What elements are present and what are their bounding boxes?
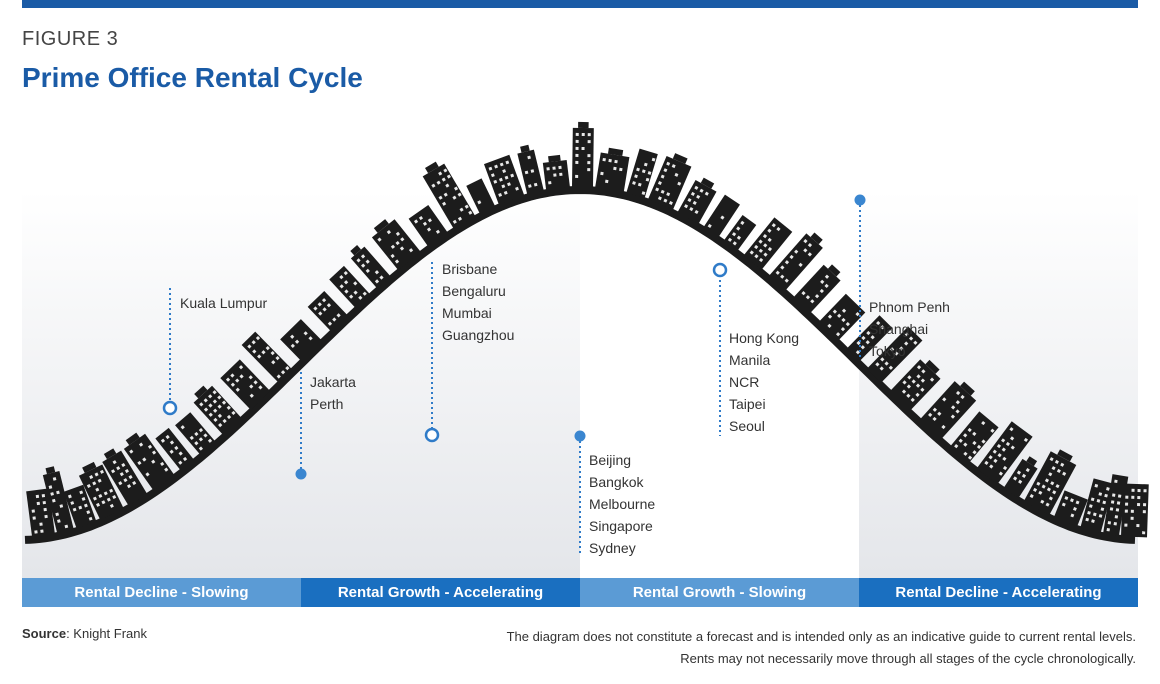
city-label: Kuala Lumpur	[180, 295, 268, 311]
building	[889, 359, 941, 411]
building	[220, 359, 271, 410]
building	[1053, 490, 1088, 527]
building	[648, 153, 692, 210]
city-list-kl: Kuala Lumpur	[180, 292, 267, 314]
city-label: Mumbai	[442, 305, 492, 321]
building	[743, 217, 793, 270]
building	[371, 219, 421, 271]
city-label: Melbourne	[589, 496, 656, 512]
building	[1023, 449, 1077, 516]
source-label: Source	[22, 626, 67, 641]
city-label: Manila	[729, 352, 771, 368]
phase-bar-3: Rental Growth - Slowing	[580, 578, 859, 607]
building	[280, 319, 322, 361]
city-label: Sydney	[589, 540, 636, 556]
building	[572, 121, 594, 188]
phase-bar-1: Rental Decline - Slowing	[22, 578, 301, 607]
building	[723, 214, 757, 251]
city-label: Bangkok	[589, 474, 644, 490]
city-label: Tokyo	[869, 343, 906, 359]
figure-title: Prime Office Rental Cycle	[22, 62, 363, 93]
building	[677, 177, 717, 224]
building	[1003, 456, 1038, 499]
city-label: Guangzhou	[442, 327, 515, 343]
building	[595, 147, 630, 192]
building	[42, 466, 74, 534]
city-label: Perth	[310, 396, 344, 412]
marker-layer	[162, 194, 866, 555]
building	[466, 178, 496, 214]
building	[175, 412, 216, 455]
city-label: Taipei	[729, 396, 766, 412]
building	[1121, 483, 1149, 538]
building	[26, 488, 55, 537]
building	[626, 148, 658, 199]
building	[483, 154, 525, 205]
building	[949, 411, 999, 463]
source-note: Source: Knight Frank	[22, 626, 147, 641]
marker-hongkong	[712, 262, 728, 278]
city-label: Seoul	[729, 418, 765, 434]
building	[768, 232, 823, 291]
city-label: Phnom Penh	[869, 299, 950, 315]
city-label: Singapore	[589, 518, 653, 534]
city-label: Shanghai	[869, 321, 929, 337]
building	[422, 161, 476, 229]
building	[1103, 474, 1129, 536]
phase-bar-4: Rental Decline - Accelerating	[859, 578, 1138, 607]
building	[846, 315, 893, 362]
building	[919, 381, 977, 440]
building	[1080, 478, 1114, 534]
building	[102, 448, 148, 506]
top-accent-bar	[22, 0, 1138, 8]
building	[155, 427, 195, 471]
building	[866, 326, 923, 383]
city-label: Hong Kong	[729, 330, 800, 346]
phase-bg-2	[301, 190, 580, 578]
figure-label: FIGURE 3	[22, 28, 119, 50]
building	[241, 331, 293, 383]
disclaimer-line-2: Rents may not necessarily move through a…	[680, 651, 1136, 666]
marker-beijing	[574, 430, 586, 442]
building	[793, 264, 841, 314]
building	[63, 484, 97, 529]
source-value: : Knight Frank	[66, 626, 148, 641]
disclaimer-line-1: The diagram does not constitute a foreca…	[506, 629, 1136, 644]
marker-jakarta	[295, 468, 307, 480]
building	[408, 204, 448, 247]
wave-base	[24, 185, 1136, 544]
building	[976, 421, 1033, 485]
building	[350, 245, 391, 289]
building	[123, 432, 175, 491]
building	[329, 265, 371, 309]
city-label: Jakarta	[310, 374, 356, 390]
city-label: Beijing	[589, 452, 632, 468]
building	[542, 154, 570, 190]
building	[78, 461, 124, 520]
building	[818, 293, 866, 341]
city-label: Bengaluru	[442, 283, 506, 299]
marker-phnompenh	[854, 194, 866, 206]
city-label: NCR	[729, 374, 760, 390]
city-skyline-wave	[24, 121, 1149, 544]
building	[307, 291, 348, 332]
disclaimer: The diagram does not constitute a foreca…	[507, 626, 1136, 670]
city-label: Brisbane	[442, 261, 498, 277]
marker-kl	[162, 400, 178, 416]
building	[193, 385, 242, 436]
building	[703, 194, 740, 238]
building	[517, 144, 544, 195]
marker-brisbane	[424, 427, 440, 443]
phase-bar-2: Rental Growth - Accelerating	[301, 578, 580, 607]
